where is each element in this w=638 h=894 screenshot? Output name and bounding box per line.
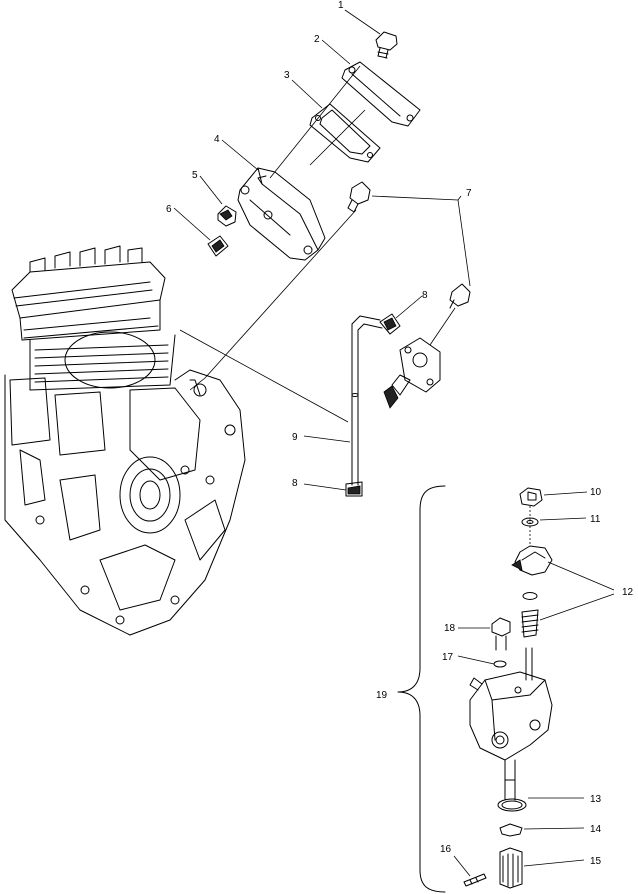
- oil-pump-assembly-upper: [383, 337, 441, 409]
- callout-18: 18: [444, 623, 456, 634]
- callout-11: 11: [590, 514, 601, 525]
- oil-pump-body: [469, 671, 553, 761]
- callout-9: 9: [292, 432, 298, 443]
- bolt-part-1: [375, 31, 398, 59]
- callout-6: 6: [166, 204, 172, 215]
- oil-pump-exploded-group: [397, 485, 553, 893]
- screw-part-18: [491, 617, 511, 637]
- gasket-part-3: [309, 103, 381, 163]
- callout-15: 15: [590, 856, 602, 867]
- bracket-part-12: [514, 545, 553, 576]
- callout-3: 3: [284, 70, 290, 81]
- callout-2: 2: [314, 34, 320, 45]
- sleeve-part-6: [207, 235, 229, 257]
- banjo-fitting-part-7-upper: [347, 181, 371, 213]
- engine-crankcase-illustration: [4, 245, 246, 636]
- o-ring-part-13: [497, 798, 527, 812]
- banjo-fitting-part-7-lower: [449, 283, 471, 309]
- callout-17: 17: [442, 652, 454, 663]
- oil-hose-part-9: [351, 393, 359, 486]
- clip-part-14: [499, 823, 523, 837]
- cover-plate-part-2: [341, 61, 421, 127]
- callout-14: 14: [590, 824, 602, 835]
- leader-lines: [173, 9, 615, 877]
- spring-part-12: [521, 609, 539, 638]
- callout-12: 12: [622, 587, 634, 598]
- clamp-part-8-lower: [345, 481, 363, 497]
- group-brace: [397, 485, 446, 893]
- callout-7: 7: [466, 188, 472, 199]
- clamp-part-8-upper: [379, 313, 401, 335]
- oil-hose-bend: [351, 315, 383, 396]
- callout-13: 13: [590, 794, 602, 805]
- callout-labels: 1 2 3 4 5 6 7 8 9 8 10 11 12 13 14 15 16…: [166, 0, 634, 867]
- callout-8-lower: 8: [292, 478, 298, 489]
- pin-part-16: [463, 873, 487, 887]
- callout-4: 4: [214, 134, 220, 145]
- callout-1: 1: [338, 0, 344, 11]
- nut-part-10: [519, 487, 543, 507]
- fitting-part-5: [217, 205, 237, 227]
- callout-5: 5: [192, 170, 198, 181]
- housing-part-4: [237, 167, 326, 261]
- gear-part-15: [499, 847, 523, 889]
- callout-8-upper: 8: [422, 290, 428, 301]
- callout-16: 16: [440, 844, 452, 855]
- callout-19: 19: [376, 690, 388, 701]
- callout-10: 10: [590, 487, 602, 498]
- washer-part-17: [493, 660, 507, 668]
